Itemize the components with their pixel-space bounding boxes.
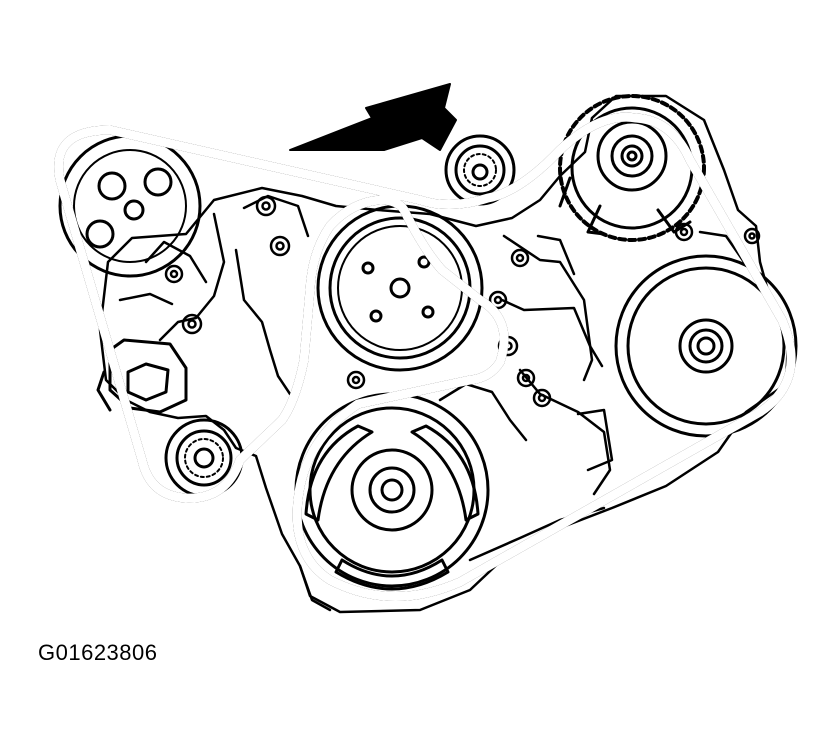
bolt (255, 195, 277, 217)
power-steering-pump-pulley (58, 134, 202, 278)
bolt (488, 290, 508, 310)
belt-direction-arrow (289, 83, 457, 151)
bolt (510, 248, 530, 268)
engine-block (98, 94, 790, 614)
water-pump-pulley (316, 204, 484, 372)
bolt (532, 388, 552, 408)
belt-tensioner (96, 338, 188, 414)
bolt (516, 368, 536, 388)
crankshaft-pulley (294, 392, 490, 591)
mounting-bolts (164, 195, 761, 408)
bolt (181, 313, 203, 335)
bolt (269, 235, 291, 257)
alternator-pulley (596, 120, 668, 192)
drive-belt (59, 117, 792, 596)
figure-id-label: G01623806 (38, 640, 158, 665)
bolt (346, 370, 366, 390)
bolt (743, 227, 761, 245)
bolt (164, 264, 184, 284)
ac-compressor-pulley (614, 254, 798, 438)
